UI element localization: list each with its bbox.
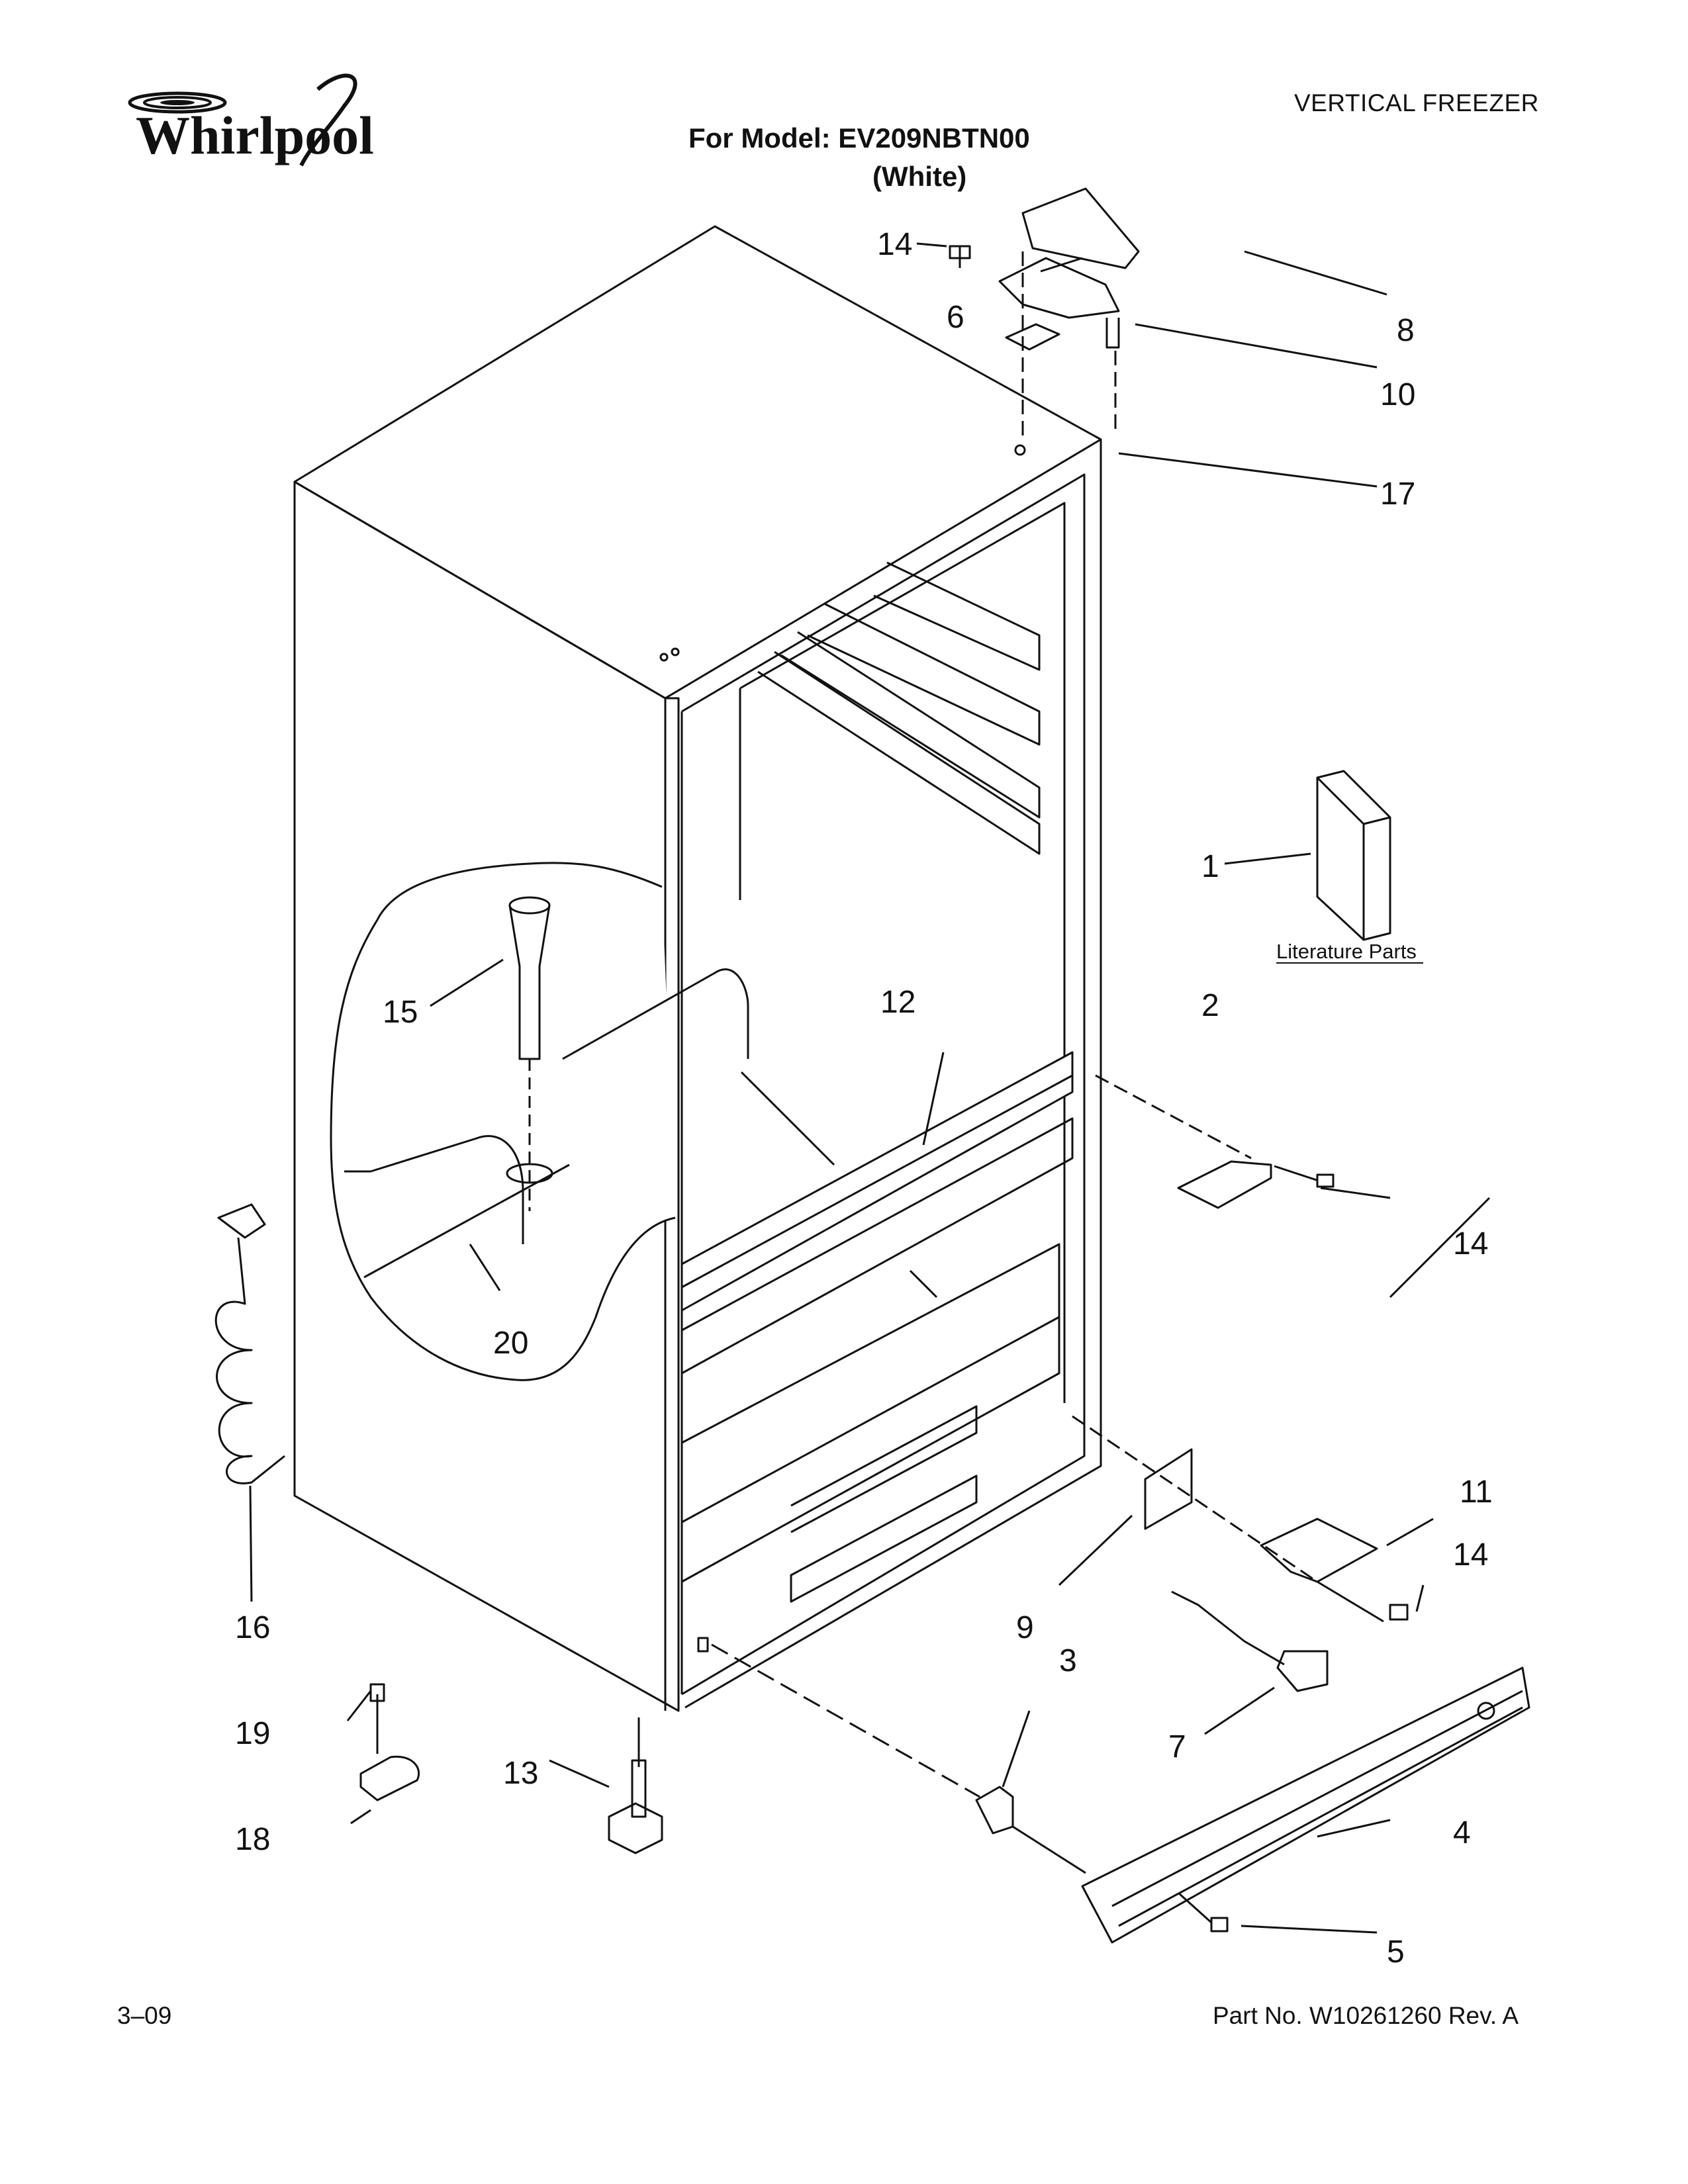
callout-2: 2 [1201, 988, 1219, 1023]
callout-16: 16 [235, 1610, 270, 1645]
hinge-shim [1005, 323, 1060, 351]
bottom-hinge-plate [1144, 1448, 1193, 1530]
drain-tube [506, 896, 553, 1211]
cord-clamp [359, 1755, 420, 1801]
callout-18: 18 [235, 1822, 270, 1857]
bottom-hinge [1260, 1518, 1378, 1583]
cabinet-front-right [684, 439, 1102, 1709]
part-number: Part No. W10261260 Rev. A [1213, 2002, 1519, 2029]
model-color: (White) [872, 161, 967, 192]
callout-8: 8 [1397, 313, 1415, 348]
callout-1: 1 [1201, 849, 1219, 884]
callout-14-top: 14 [877, 227, 912, 262]
callout-5: 5 [1387, 1934, 1405, 1970]
callout-15: 15 [383, 995, 418, 1030]
callout-11: 11 [1460, 1475, 1493, 1510]
grille-clip [975, 1786, 1014, 1835]
literature-parts-label: Literature Parts [1276, 940, 1417, 963]
callout-13: 13 [503, 1756, 538, 1791]
callout-14-right: 14 [1453, 1226, 1488, 1261]
diagram-category: VERTICAL FREEZER [1294, 89, 1539, 116]
hinge-pin [1105, 318, 1120, 349]
callout-6: 6 [947, 300, 964, 335]
model-number: For Model: EV209NBTN00 [688, 122, 1030, 154]
top-hinge-cover [1021, 187, 1140, 269]
callout-4: 4 [1453, 1815, 1471, 1850]
callout-7: 7 [1168, 1729, 1186, 1764]
cutaway-liner [330, 862, 676, 1381]
power-cord [214, 1203, 285, 1484]
callout-3: 3 [1059, 1643, 1077, 1678]
cabinet-left-side [293, 480, 680, 1712]
leveling-leg [608, 1717, 663, 1854]
door-stop-bracket [1177, 1160, 1272, 1209]
callout-20: 20 [493, 1326, 528, 1361]
cabinet-top [293, 225, 1102, 700]
literature-booklet [1316, 770, 1391, 941]
brand-name: Whirlpool [136, 105, 374, 165]
callout-14-lower: 14 [1453, 1537, 1488, 1572]
callout-10: 10 [1380, 377, 1415, 412]
callout-12: 12 [880, 985, 915, 1020]
whirlpool-logo: Whirlpool [128, 73, 374, 167]
callout-9: 9 [1016, 1610, 1034, 1645]
callout-17: 17 [1380, 477, 1415, 512]
revision-date: 3–09 [117, 2002, 172, 2029]
callout-19: 19 [235, 1716, 270, 1751]
wire-harness [1171, 1590, 1329, 1692]
top-hinge [998, 257, 1120, 319]
